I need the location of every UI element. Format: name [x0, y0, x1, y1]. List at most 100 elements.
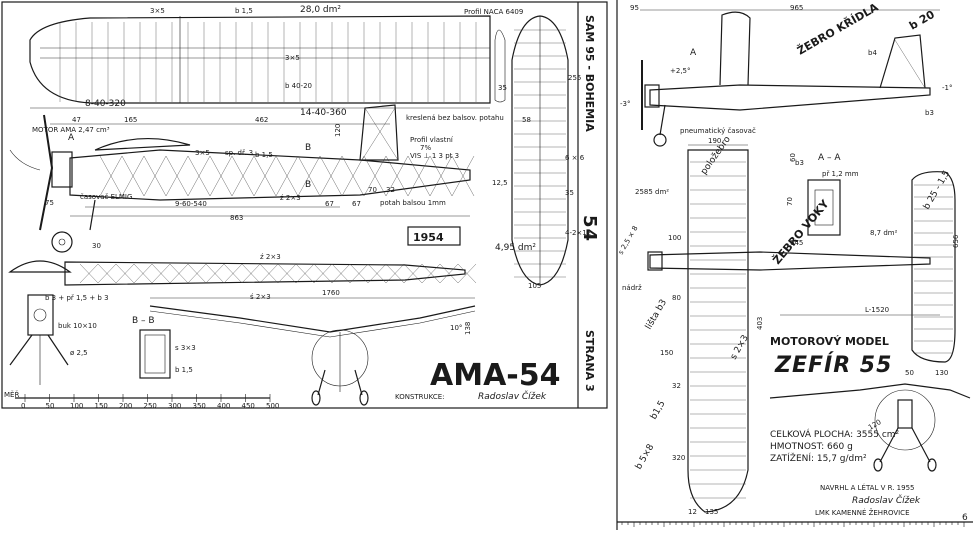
timer-label: časovač ELMIG: [80, 193, 132, 201]
z-dim-1deg: -1°: [942, 84, 952, 92]
zefir-designer-sig: Radoslav Čížek: [852, 494, 921, 506]
wing-area-label: 28,0 dm²: [300, 5, 341, 15]
z-dim-70: 70: [786, 197, 794, 206]
dim-125: 12,5: [492, 179, 508, 187]
dim-9540: 9-60-540: [175, 200, 207, 208]
note-s3x3: s 3×3: [175, 344, 196, 352]
dim-67b: 67: [352, 200, 361, 208]
section-a-label: A: [68, 133, 75, 143]
fin: [359, 104, 399, 161]
wheel: [51, 231, 73, 253]
z-b20: b 20: [907, 8, 937, 33]
dim-1440: 14-40-360: [300, 108, 347, 118]
dim-70: 70: [368, 186, 377, 194]
motor: [51, 151, 73, 188]
zefir-spec-weight: HMOTNOST: 660 g: [770, 442, 853, 452]
section-b-label-2: B: [305, 180, 311, 190]
note-s2x3: ś 2×3: [250, 293, 271, 301]
left-sheet-ama54: 28,0 dm² 3×5 b 1,5 3×5 b 40-20 8-40-320 …: [1, 1, 608, 410]
dim-462: 462: [255, 116, 268, 124]
z-area-wing: 2585 dm²: [635, 188, 669, 196]
z-dim-1520: L-1520: [865, 306, 889, 314]
zefir-designed: NAVRHL A LÉTAL V R. 1955: [820, 483, 915, 492]
z-tank: nádrž: [622, 284, 642, 292]
note-d25: ø 2,5: [70, 349, 88, 357]
dim-47: 47: [72, 116, 81, 124]
z-dim-3deg: -3°: [620, 100, 630, 108]
z-pr: př 1,2 mm: [822, 170, 859, 178]
dim-75: 75: [45, 199, 54, 207]
fuselage-side-view: MOTOR AMA 2,47 cm³ A časovač ELMIG B B k…: [9, 104, 504, 253]
scale-tick-label: 350: [193, 402, 206, 410]
z-dim-965: 965: [790, 4, 803, 12]
zefir-fuselage-top: nádrž 645: [622, 239, 931, 292]
zefir-side-view: 95 965 +2,5° -3° -1° A pneumatický časov…: [620, 0, 952, 147]
scale-tick-label: 200: [119, 402, 132, 410]
z-b25: b 25 - 1,5: [922, 169, 952, 212]
z-section-aa-label: A – A: [818, 153, 841, 163]
dim-138: 138: [464, 322, 472, 335]
scale-tick-label: 450: [242, 402, 255, 410]
z-b3b: b3: [795, 159, 804, 167]
dim-1760: 1760: [322, 289, 340, 297]
zefir-section-aa: A – A b3 př 1,2 mm 70 60 ŽEBRO VOKY: [770, 153, 858, 267]
scale-label: MĚŘ: [4, 390, 19, 399]
dim-58: 58: [522, 116, 531, 124]
note-vis: VIS ⊥ 1 3 pt 3: [410, 152, 459, 160]
year-badge: 1954: [413, 231, 444, 244]
z-area-stab: 8,7 dm²: [870, 229, 898, 237]
dim-255: 255: [568, 74, 581, 82]
note-7pct: 7%: [420, 144, 431, 152]
note-3x5: 3×5: [150, 7, 165, 15]
dim-105: 105: [528, 282, 541, 290]
scale-tick-label: 400: [217, 402, 230, 410]
note-profil-vlastni: Profil vlastní: [410, 136, 454, 144]
dim-10deg: 10°: [450, 324, 462, 332]
designer-label: KONSTRUKCE:: [395, 393, 445, 401]
dim-840: 8-40-320: [85, 99, 126, 109]
z-dim-95: 95: [630, 4, 639, 12]
left-sheet-border: [1, 1, 608, 409]
propeller: [39, 114, 54, 231]
z-dim-150: 150: [660, 349, 673, 357]
z-b5x8: b 5×8: [634, 442, 657, 471]
zefir-wing-plan: 190 2585 dm² položebro lišta b3 s 2×3 b1…: [617, 134, 764, 516]
z-s25: s 2,5 × 8: [617, 224, 640, 256]
profile-naca: Profil NACA 6409: [464, 8, 523, 16]
z-dim-320: 320: [672, 454, 685, 462]
dim-30: 30: [92, 242, 101, 250]
note-b15c: b 1,5: [175, 366, 193, 374]
zefir-title-line2: ZEFÍR 55: [774, 352, 892, 378]
scale-tick-label: 250: [144, 402, 157, 410]
note-b15: b 1,5: [235, 7, 253, 15]
designer-signature: Radoslav Čížek: [478, 390, 547, 402]
note-potah: potah balsou 1mm: [380, 199, 446, 207]
motor-label: MOTOR AMA 2,47 cm³: [32, 126, 110, 134]
zefir-page-mark: 6: [962, 513, 968, 523]
z-dim-190: 190: [708, 137, 721, 145]
right-sheet-zefir55: 95 965 +2,5° -3° -1° A pneumatický časov…: [616, 0, 973, 530]
z-spar: lišta b3: [643, 297, 669, 331]
z-dim-100: 100: [668, 234, 681, 242]
note-b15b: b 1,5: [255, 151, 273, 159]
dim-67a: 67: [325, 200, 334, 208]
z-b4: b4: [868, 49, 877, 57]
note-z2x3: ź 2×3: [280, 194, 301, 202]
page-number: STRANA 3: [583, 330, 596, 392]
note-z2x3b: ź 2×3: [260, 253, 281, 261]
dim-165: 165: [124, 116, 137, 124]
dim-120: 120: [334, 124, 342, 137]
z-dim-403: 403: [756, 317, 764, 330]
z-fin: [879, 34, 926, 89]
dim-35b: 35: [565, 189, 574, 197]
wing-top-view: 28,0 dm² 3×5 b 1,5 3×5 b 40-20 8-40-320 …: [29, 5, 491, 118]
side-title: SAM 95 - BOHEMIA: [583, 15, 596, 132]
scale-tick-label: 500: [266, 402, 279, 410]
z-dim-130: 130: [935, 369, 948, 377]
scale-tick-label: 50: [46, 402, 55, 410]
section-b-label: B: [305, 143, 311, 153]
z-dim-135: 135: [705, 508, 718, 516]
zefir-club: LMK KAMENNÉ ŽEHROVICE: [815, 508, 910, 517]
